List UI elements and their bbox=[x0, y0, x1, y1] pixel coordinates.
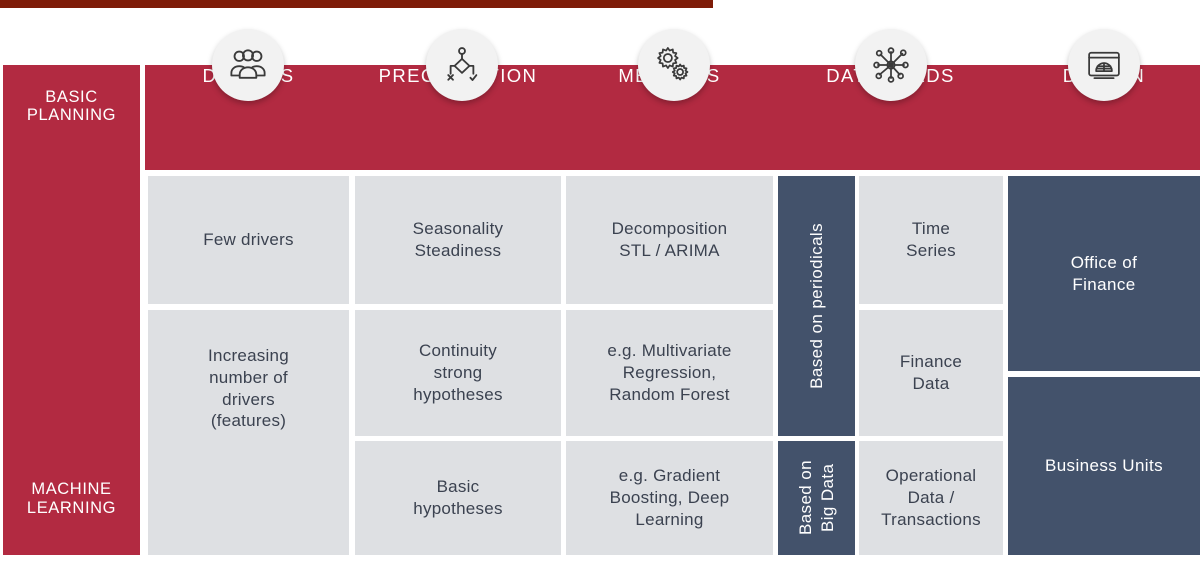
cell-text: Increasing number of drivers (features) bbox=[208, 346, 289, 431]
cell-basis-periodicals[interactable]: Based on periodicals bbox=[778, 176, 855, 436]
cell-precondition-row2[interactable]: Continuity strong hypotheses bbox=[355, 310, 561, 436]
cell-text: Office of Finance bbox=[1070, 252, 1138, 294]
cell-domain-office-of-finance[interactable]: Office of Finance bbox=[1008, 176, 1200, 371]
cell-data-needs-row2[interactable]: Finance Data bbox=[859, 310, 1003, 436]
cell-text: Few drivers bbox=[203, 230, 294, 250]
monitor-data-icon bbox=[1068, 29, 1140, 101]
top-accent-bar bbox=[0, 0, 713, 8]
cell-text: Based on Big Data bbox=[795, 460, 837, 536]
cell-data-needs-row1[interactable]: Time Series bbox=[859, 176, 1003, 304]
maturity-axis-column: BASIC PLANNING MACHINE LEARNING bbox=[3, 65, 140, 555]
maturity-label-basic-planning: BASIC PLANNING bbox=[26, 88, 117, 125]
decision-flow-icon bbox=[426, 29, 498, 101]
cell-drivers-row1[interactable]: Few drivers bbox=[148, 176, 349, 304]
cell-text: Continuity strong hypotheses bbox=[413, 341, 503, 404]
cell-text: e.g. Gradient Boosting, Deep Learning bbox=[609, 466, 730, 529]
cell-precondition-row3[interactable]: Basic hypotheses bbox=[355, 441, 561, 555]
cell-precondition-row1[interactable]: Seasonality Steadiness bbox=[355, 176, 561, 304]
cell-methods-row1[interactable]: Decomposition STL / ARIMA bbox=[566, 176, 773, 304]
cell-text: Business Units bbox=[1044, 456, 1164, 476]
cell-drivers-row2-3[interactable]: Increasing number of drivers (features) bbox=[148, 310, 349, 555]
people-group-icon bbox=[212, 29, 284, 101]
cell-methods-row2[interactable]: e.g. Multivariate Regression, Random For… bbox=[566, 310, 773, 436]
network-nodes-icon bbox=[855, 29, 927, 101]
cell-text: Operational Data / Transactions bbox=[881, 466, 981, 529]
cell-text: Decomposition STL / ARIMA bbox=[611, 219, 728, 260]
cell-text: Based on periodicals bbox=[806, 223, 826, 389]
cell-domain-business-units[interactable]: Business Units bbox=[1008, 377, 1200, 555]
cell-text: Time Series bbox=[906, 219, 956, 260]
cell-basis-big-data[interactable]: Based on Big Data bbox=[778, 441, 855, 555]
cell-methods-row3[interactable]: e.g. Gradient Boosting, Deep Learning bbox=[566, 441, 773, 555]
maturity-label-machine-learning: MACHINE LEARNING bbox=[26, 480, 117, 517]
cell-text: Finance Data bbox=[899, 352, 963, 393]
cell-text: Seasonality Steadiness bbox=[412, 219, 504, 260]
cell-text: Basic hypotheses bbox=[413, 477, 503, 518]
gears-icon bbox=[638, 29, 710, 101]
cell-text: e.g. Multivariate Regression, Random For… bbox=[607, 341, 732, 404]
cell-data-needs-row3[interactable]: Operational Data / Transactions bbox=[859, 441, 1003, 555]
